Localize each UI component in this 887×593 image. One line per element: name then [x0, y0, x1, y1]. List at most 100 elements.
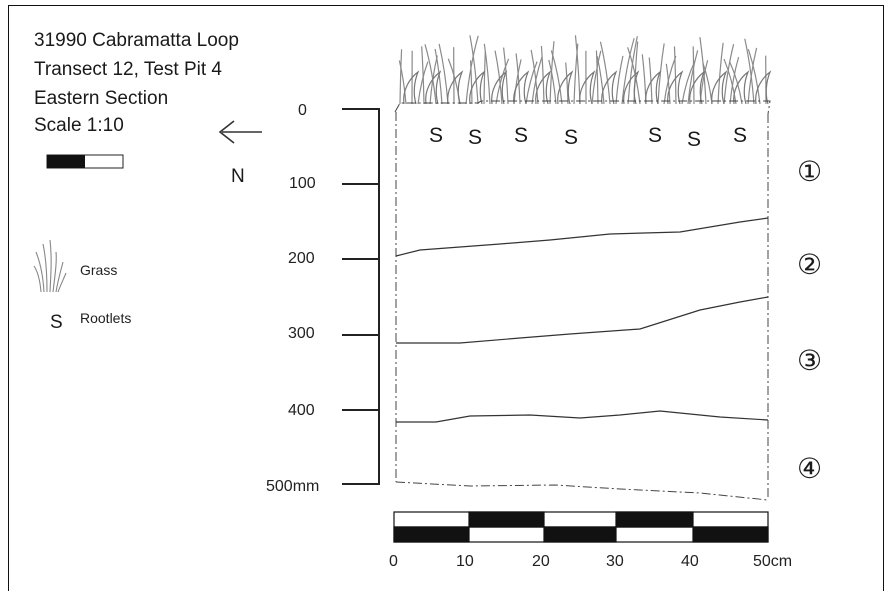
grass-blade: [540, 45, 545, 105]
layer-marker-3: ③: [797, 345, 823, 376]
grass-tuft: [645, 70, 662, 105]
layer-marker-4: ④: [797, 453, 823, 484]
rootlet-mark: S: [648, 124, 663, 147]
rootlet-mark: S: [468, 126, 483, 149]
grass-blade: [530, 49, 539, 105]
grass-blade: [648, 57, 653, 105]
grass-blade: [502, 47, 509, 105]
grass-blade: [723, 44, 735, 105]
grass-tuft: [403, 70, 420, 105]
grass-tuft: [755, 70, 772, 105]
scale-tick-0: 0: [389, 553, 398, 570]
grass-blade: [469, 60, 473, 105]
horizontal-scale-bar: [393, 511, 769, 543]
scale-tick-20: 20: [532, 553, 550, 570]
legend-grass-label: Grass: [80, 262, 118, 278]
transect-label: Transect 12, Test Pit 4: [34, 59, 222, 80]
grass-tuft: [425, 70, 442, 105]
grass-blade: [417, 61, 429, 105]
grass-tuft: [601, 70, 618, 105]
grass-tuft: [491, 70, 508, 105]
grass-tuft: [557, 70, 574, 105]
site-name: 31990 Cabramatta Loop: [34, 30, 239, 51]
grass-blade: [729, 56, 740, 105]
scale-tick-50: 50cm: [753, 553, 793, 570]
grass-blade: [665, 63, 671, 105]
grass-blade: [596, 55, 605, 105]
grass-tuft: [447, 70, 464, 105]
grass-tuft: [733, 70, 750, 105]
rootlet-mark: S: [733, 124, 748, 147]
grass-blade: [513, 59, 522, 105]
grass-blade: [699, 37, 707, 105]
scale-tick-10: 10: [456, 553, 474, 570]
grass-blade: [494, 50, 503, 105]
grass-blade: [398, 60, 407, 105]
grass-blade: [483, 43, 491, 105]
depth-tick-100: 100: [289, 175, 316, 192]
grass-blade: [515, 53, 521, 105]
depth-tick-400: 400: [288, 402, 315, 419]
section-label: Eastern Section: [34, 88, 169, 109]
boundary-2-3: [396, 296, 769, 344]
grass-surface: [398, 35, 772, 105]
grass-tuft: [579, 70, 596, 105]
grass-tuft: [689, 70, 706, 105]
grass-blade: [483, 51, 486, 105]
grass-blade: [469, 35, 479, 105]
grass-blade: [565, 62, 569, 105]
grass-blade: [573, 43, 579, 105]
legend-rootlets-label: Rootlets: [80, 310, 132, 326]
grass-blade: [438, 43, 449, 105]
grass-blade: [723, 58, 737, 105]
north-arrow-icon: [218, 120, 262, 144]
layer-marker-1: ①: [797, 156, 823, 187]
grass-blade: [525, 61, 538, 105]
grass-blade: [548, 59, 557, 105]
grass-blade: [717, 42, 724, 105]
grass-blade: [550, 50, 563, 105]
grass-blade: [399, 49, 403, 105]
grass-tuft: [469, 70, 486, 105]
section-outline: [394, 100, 771, 501]
scale-bar-legend: [46, 154, 124, 169]
grass-blade: [495, 58, 510, 105]
rootlet-mark: S: [514, 124, 529, 147]
boundary-3-4: [396, 410, 769, 423]
rootlet-mark: S: [687, 128, 702, 151]
grass-blade: [621, 38, 635, 105]
layer-marker-2: ②: [797, 249, 823, 280]
grass-blade: [673, 46, 677, 105]
grass-tuft: [623, 70, 640, 105]
grass-blade: [687, 50, 699, 105]
north-label: N: [231, 166, 245, 187]
grass-blade: [421, 46, 425, 105]
grass-blade: [424, 44, 437, 105]
depth-tick-300: 300: [288, 325, 315, 342]
grass-tuft: [535, 70, 552, 105]
grass-blade: [615, 55, 624, 105]
depth-axis: [342, 108, 380, 485]
grass-blade: [627, 36, 638, 105]
grass-blade: [591, 50, 602, 105]
grass-blade: [599, 41, 611, 105]
depth-tick-200: 200: [288, 250, 315, 267]
scale-tick-30: 30: [606, 553, 624, 570]
figure-frame: [8, 5, 884, 591]
grass-tuft: [711, 70, 728, 105]
scale-tick-40: 40: [681, 553, 699, 570]
grass-tuft: [667, 70, 684, 105]
grass-blade: [595, 50, 599, 105]
grass-tuft: [513, 70, 530, 105]
rootlet-mark: S: [564, 126, 579, 149]
layer-boundaries: [395, 217, 769, 423]
grass-blade: [729, 61, 743, 105]
scale-label: Scale 1:10: [34, 115, 124, 136]
grass-blade: [744, 38, 755, 105]
depth-tick-500: 500mm: [266, 478, 320, 495]
boundary-1-2: [395, 217, 769, 257]
grass-blade: [692, 46, 695, 105]
grass-icon: [33, 239, 67, 293]
grass-blade: [747, 48, 761, 105]
